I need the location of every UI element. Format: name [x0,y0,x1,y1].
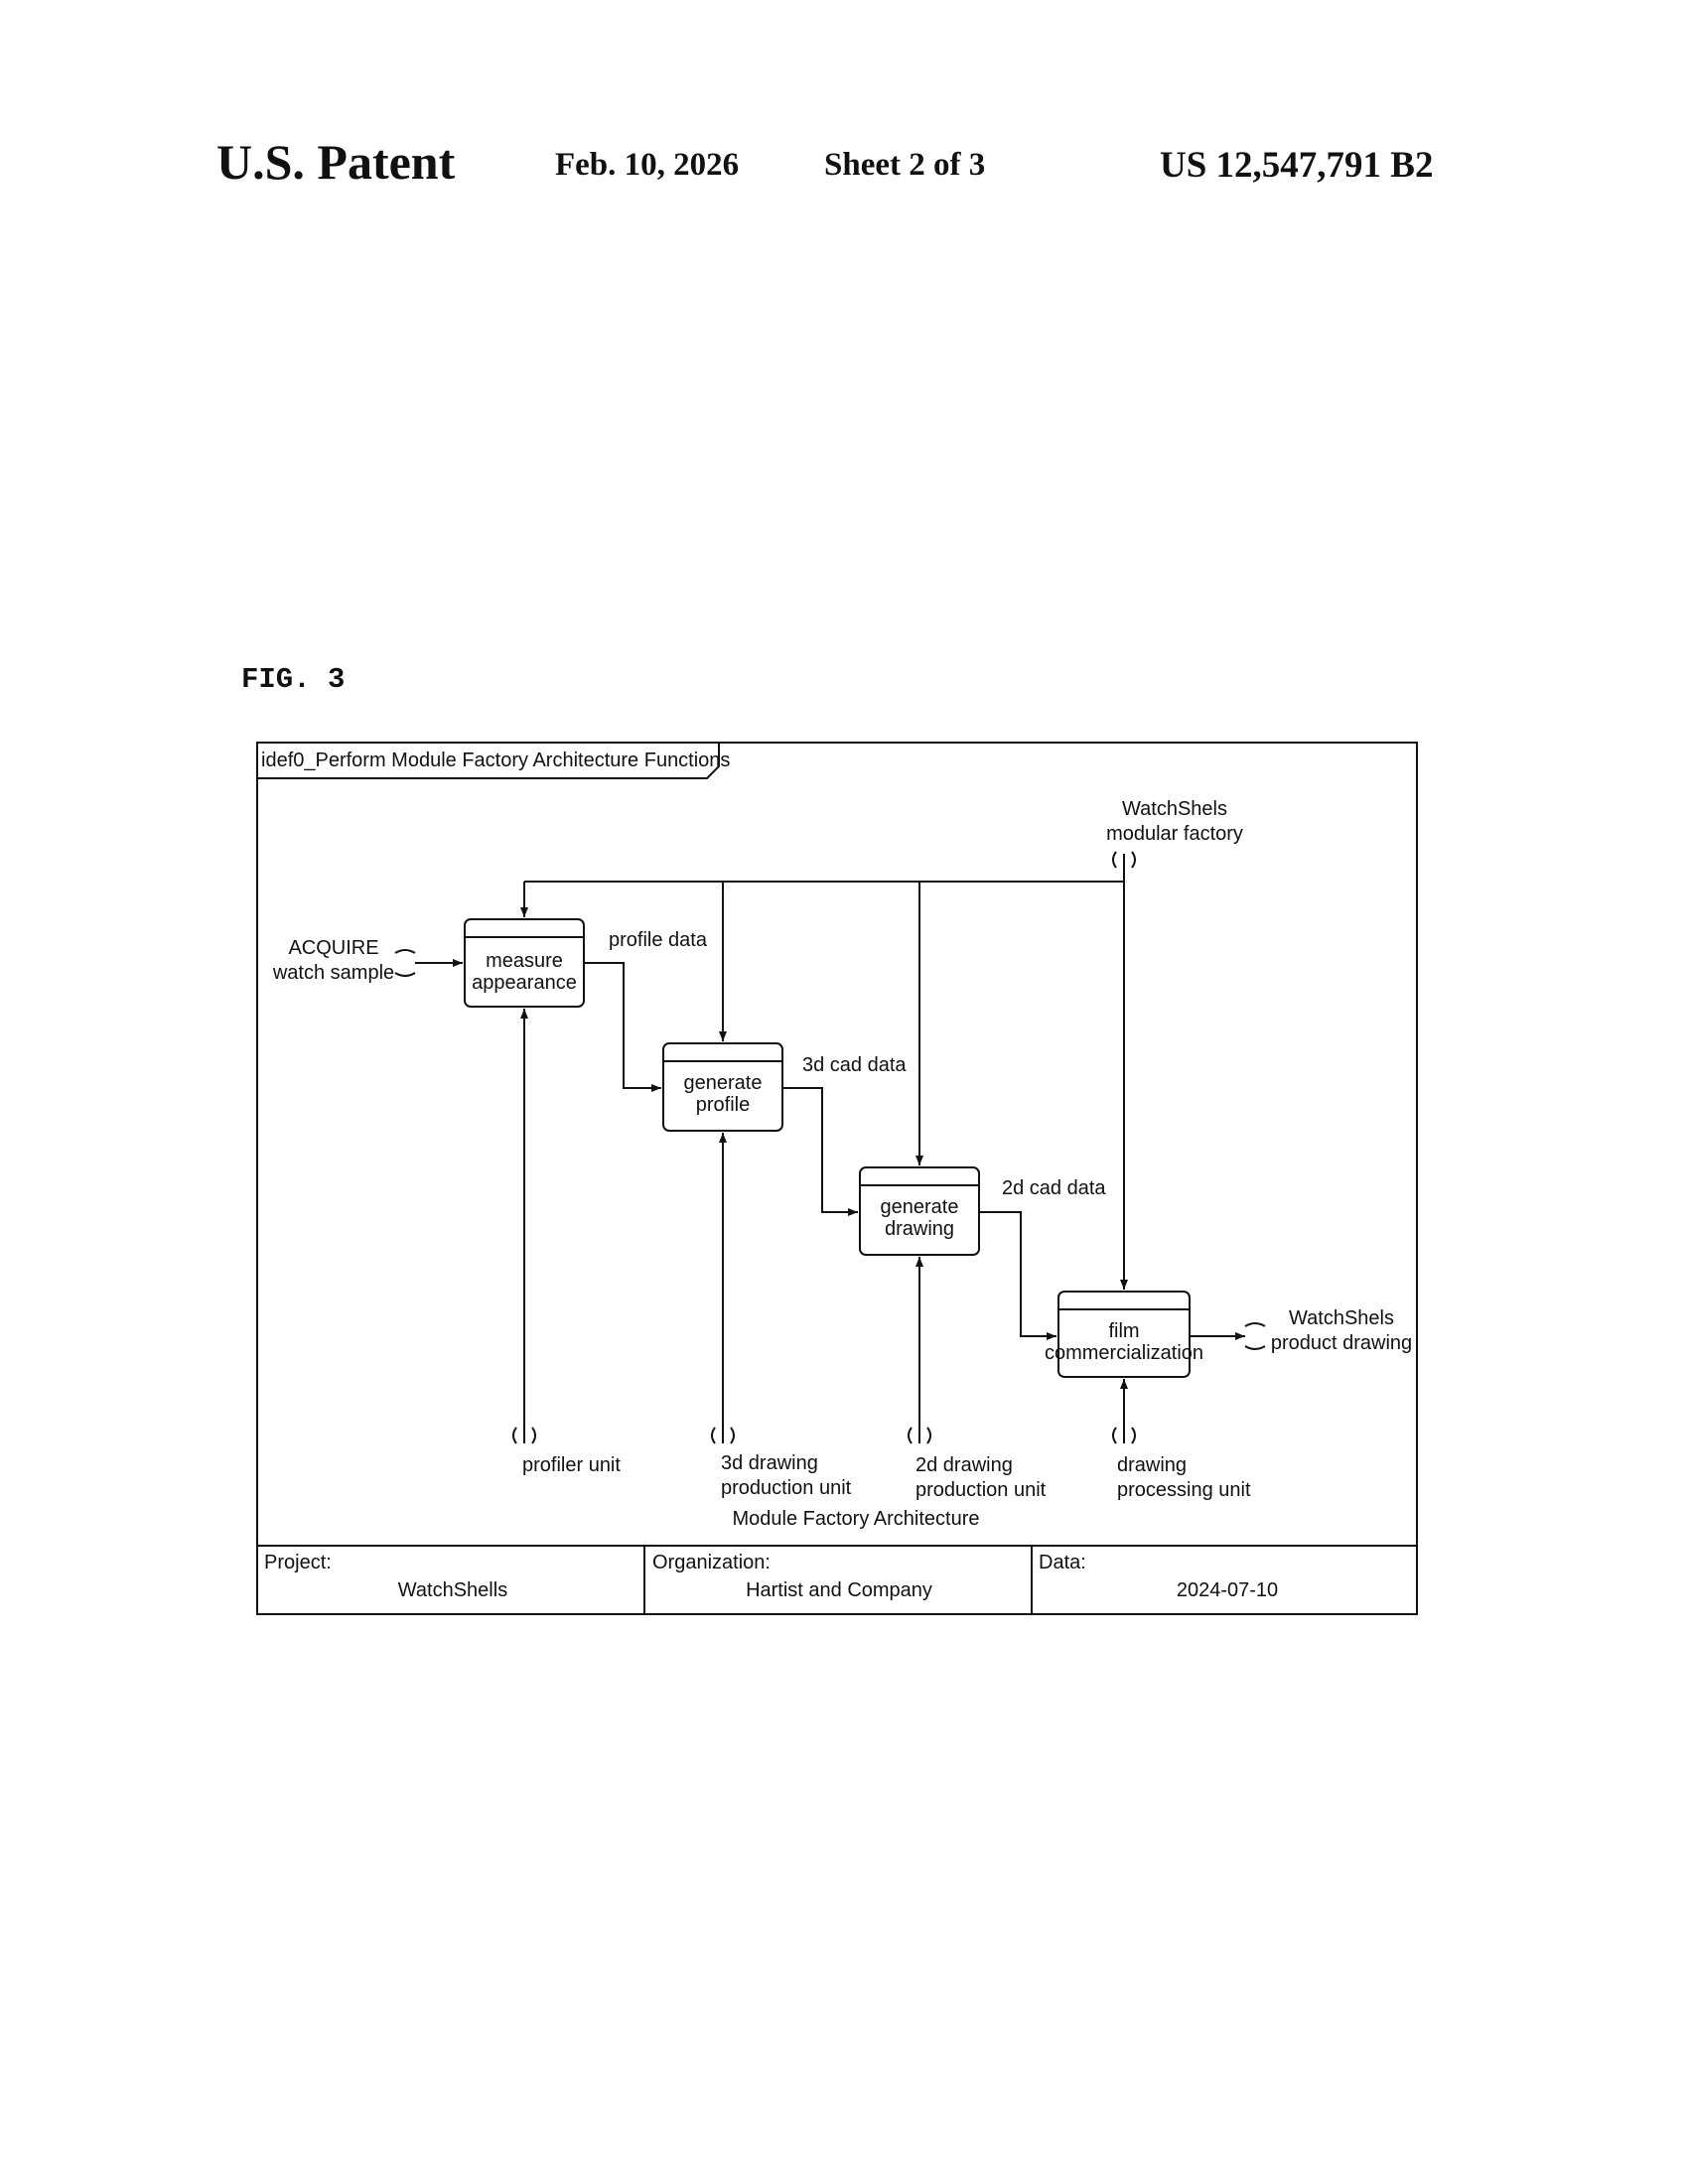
footer-caption: Module Factory Architecture [733,1508,980,1530]
mechanism-3d-line1: 3d drawing [721,1452,818,1474]
patent-header-number: US 12,547,791 B2 [1160,145,1434,186]
output-label-line2: product drawing [1271,1332,1412,1354]
date-label: Data: [1039,1552,1086,1573]
organization-label: Organization: [652,1552,771,1573]
cad3d-label: 3d cad data [802,1054,907,1076]
box-film-commercialization: film commercialization [1045,1291,1203,1378]
mechanism-2d-line2: production unit [915,1479,1047,1501]
frame-title: idef0_Perform Module Factory Architectur… [261,750,730,771]
cad2d-label: 2d cad data [1002,1177,1106,1199]
patent-header-sheet: Sheet 2 of 3 [824,147,986,183]
input-label-line1: ACQUIRE [288,937,378,959]
figure-label: FIG. 3 [241,663,346,696]
box-generate-drawing: generate drawing [859,1166,980,1256]
control-label-line2: modular factory [1106,823,1243,845]
control-arrows [520,854,1128,1290]
control-label-line1: WatchShels [1122,798,1227,820]
input-label-line2: watch sample [272,962,394,984]
organization-value: Hartist and Company [746,1579,932,1601]
title-block [257,1545,1417,1614]
output-arrow [1190,1322,1266,1350]
output-label-line1: WatchShels [1289,1307,1394,1329]
box-measure-appearance: measure appearance [464,918,585,1008]
diagram-frame [256,742,1418,1615]
svg-text:profile: profile [696,1094,750,1116]
frame-title-tab [257,743,720,779]
svg-text:generate: generate [881,1196,959,1218]
mechanism-2d-line1: 2d drawing [915,1454,1013,1476]
patent-header-title: U.S. Patent [216,134,456,190]
control-tunnel [1112,851,1136,869]
svg-text:film: film [1108,1320,1139,1342]
project-value: WatchShells [398,1579,507,1601]
mechanism-drawing-line2: processing unit [1117,1479,1251,1501]
box-generate-profile: generate profile [662,1042,783,1132]
svg-text:measure: measure [486,950,563,972]
patent-header-date: Feb. 10, 2026 [555,147,740,183]
project-label: Project: [264,1552,332,1573]
svg-text:drawing: drawing [885,1218,954,1240]
date-value: 2024-07-10 [1177,1579,1278,1601]
svg-text:generate: generate [684,1072,763,1094]
input-arrow [394,949,463,977]
mechanism-tunnels [512,1427,1136,1444]
mechanism-drawing-line1: drawing [1117,1454,1187,1476]
profile-data-label: profile data [609,929,708,951]
svg-text:commercialization: commercialization [1045,1342,1203,1364]
flow-arrows [584,962,1056,1340]
mechanism-arrows [520,1009,1128,1443]
mechanism-3d-line2: production unit [721,1477,852,1499]
mechanism-profiler-unit: profiler unit [522,1454,621,1476]
svg-text:appearance: appearance [472,972,577,994]
